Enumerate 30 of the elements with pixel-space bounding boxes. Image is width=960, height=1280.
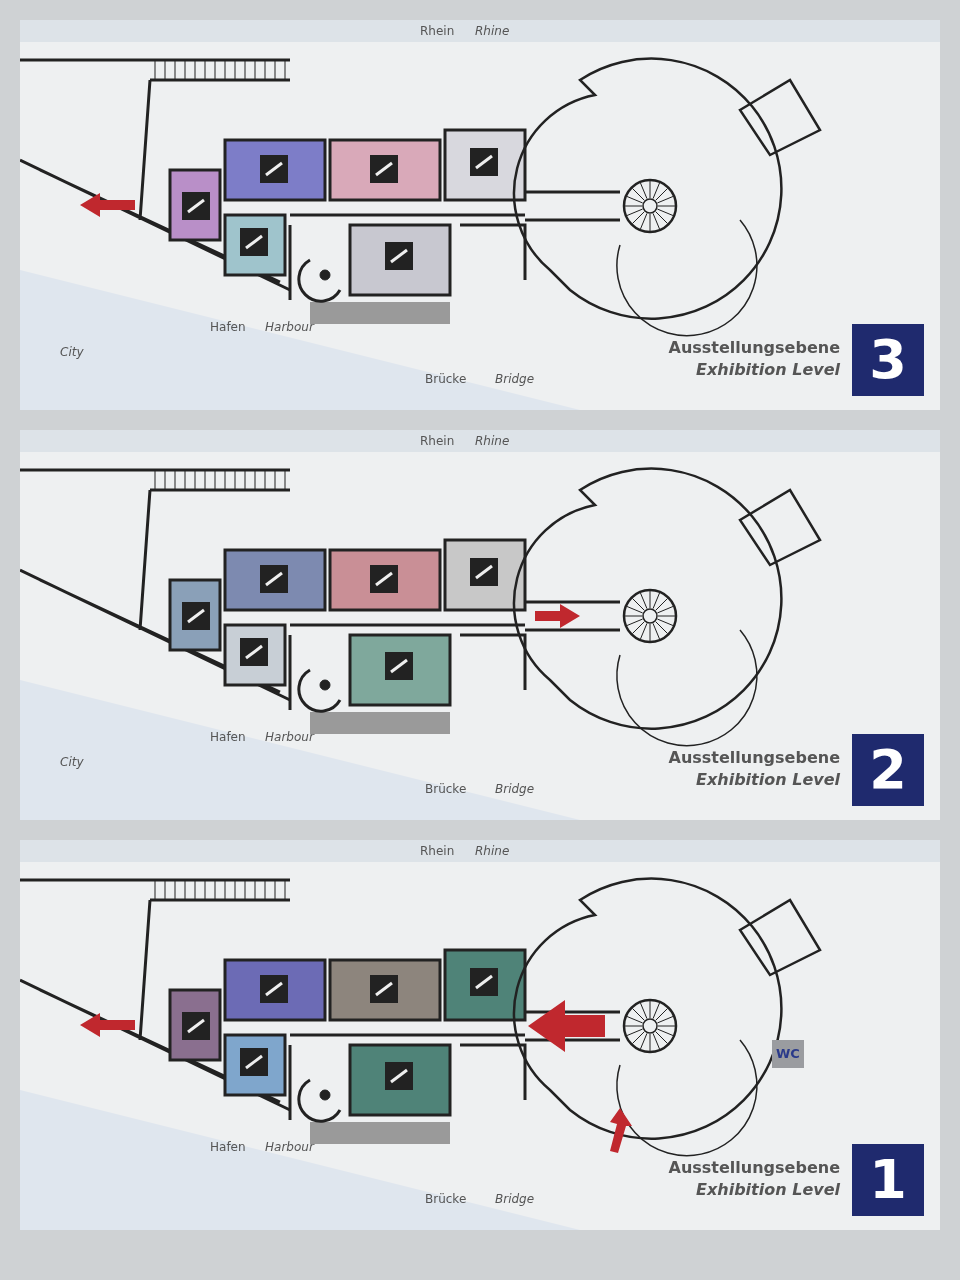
level-title: Exhibition Level <box>696 770 840 790</box>
river-name: Rhine <box>475 434 510 449</box>
place-name: Hafen <box>210 320 246 335</box>
river-name: Rhein <box>420 434 455 449</box>
level-title: Ausstellungsebene <box>668 1158 840 1178</box>
level-title: Ausstellungsebene <box>668 748 840 768</box>
river-name: Rhein <box>420 844 455 859</box>
level-number: 2 <box>852 734 924 806</box>
level-number: 3 <box>852 324 924 396</box>
place-name: Harbour <box>265 730 314 745</box>
place-name: Hafen <box>210 730 246 745</box>
level-number: 1 <box>852 1144 924 1216</box>
level-title: Exhibition Level <box>696 360 840 380</box>
place-name: Brücke <box>425 372 467 387</box>
place-name: Brücke <box>425 782 467 797</box>
place-name: Bridge <box>495 782 535 797</box>
place-name: City <box>60 345 84 360</box>
level-title: Ausstellungsebene <box>668 338 840 358</box>
place-name: Bridge <box>495 372 535 387</box>
place-name: Hafen <box>210 1140 246 1155</box>
place-name: Harbour <box>265 320 314 335</box>
river-name: Rhine <box>475 844 510 859</box>
river-name: Rhine <box>475 24 510 39</box>
wc-sign: WC <box>772 1040 804 1068</box>
place-name: Harbour <box>265 1140 314 1155</box>
level-title: Exhibition Level <box>696 1180 840 1200</box>
place-name: City <box>60 755 84 770</box>
place-name: Bridge <box>495 1192 535 1207</box>
place-name: Brücke <box>425 1192 467 1207</box>
river-name: Rhein <box>420 24 455 39</box>
